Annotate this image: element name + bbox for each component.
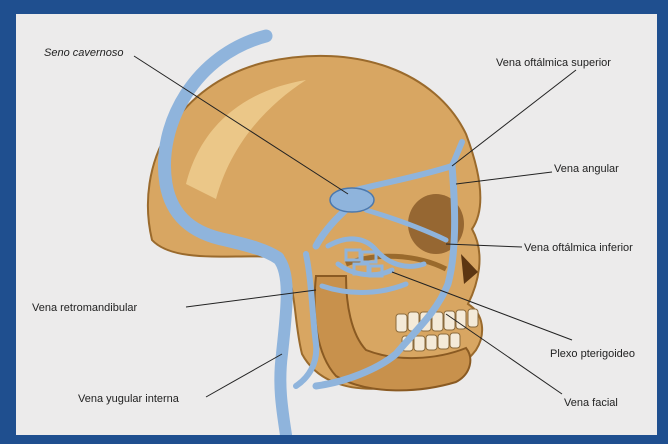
label-vena-retromandibular: Vena retromandibular xyxy=(32,302,138,314)
label-seno-cavernoso: Seno cavernoso xyxy=(44,47,124,59)
illustration-page: Seno cavernoso Vena oftálmica superior V… xyxy=(16,14,657,435)
cavernous-sinus xyxy=(330,188,374,212)
label-vena-oftalmica-inferior: Vena oftálmica inferior xyxy=(524,242,633,254)
internal-jugular-vein xyxy=(278,258,287,435)
label-vena-yugular-interna: Vena yugular interna xyxy=(78,393,180,405)
leader-vena-yugular-interna xyxy=(206,354,282,397)
label-vena-facial: Vena facial xyxy=(564,397,618,409)
label-vena-angular: Vena angular xyxy=(554,163,619,175)
label-vena-oftalmica-superior: Vena oftálmica superior xyxy=(496,57,611,69)
venous-anatomy-diagram: Seno cavernoso Vena oftálmica superior V… xyxy=(16,14,657,435)
label-plexo-pterigoideo: Plexo pterigoideo xyxy=(550,348,635,360)
leader-vena-oftalmica-superior xyxy=(452,70,576,166)
